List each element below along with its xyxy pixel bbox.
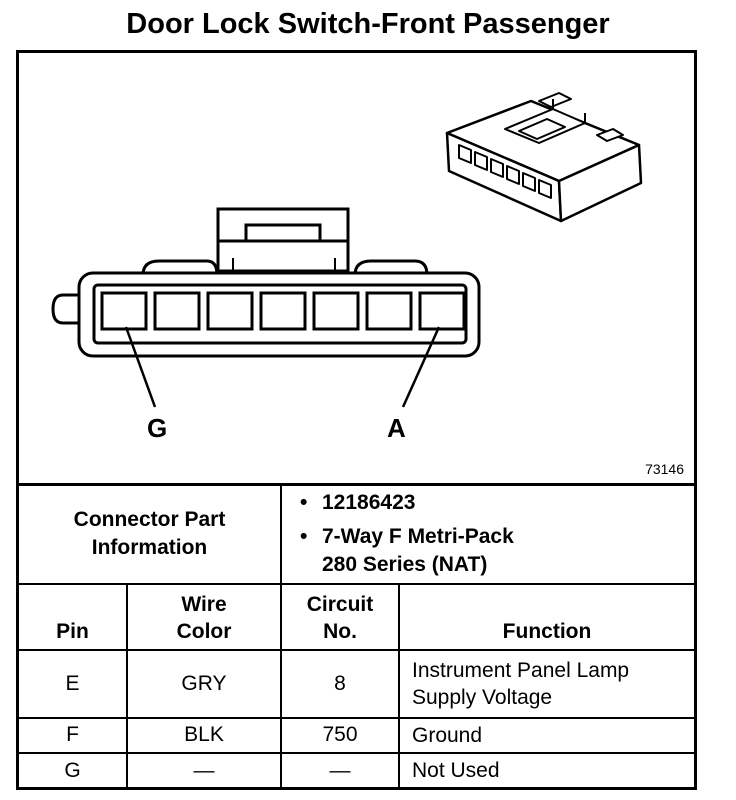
- diagram-frame: G A 73146 Connector Part Information •12…: [16, 50, 697, 790]
- connector-illustration: [51, 92, 643, 408]
- cell-wire-color: GRY: [126, 648, 282, 719]
- table-row: F BLK 750 Ground: [19, 716, 694, 754]
- connector-diagram: G A 73146: [19, 53, 694, 483]
- connector-inner: [92, 283, 468, 345]
- connector-tab: [51, 293, 81, 325]
- cell-pin: E: [19, 648, 128, 719]
- leader-line-a: [401, 326, 441, 408]
- connector-isometric-view: [445, 92, 643, 223]
- connector-table: Connector Part Information •12186423 •7-…: [19, 483, 694, 788]
- cell-function: Not Used: [398, 751, 694, 788]
- table-row: G — — Not Used: [19, 751, 694, 788]
- pin-cavity: [259, 291, 307, 331]
- cell-wire-color: —: [126, 751, 282, 788]
- leader-line-g: [124, 326, 157, 408]
- connector-part-row: Connector Part Information •12186423 •7-…: [19, 483, 694, 585]
- cell-pin: G: [19, 751, 128, 788]
- pin-cavity: [418, 291, 466, 331]
- part-description: 7-Way F Metri-Pack: [322, 525, 514, 549]
- list-item: •12186423: [300, 491, 416, 515]
- connector-part-label: Connector Part Information: [19, 483, 282, 585]
- reference-number: 73146: [645, 461, 684, 477]
- cell-circuit: 750: [280, 716, 400, 754]
- cell-circuit: —: [280, 751, 400, 788]
- pin-label-a: A: [387, 413, 406, 443]
- part-number: 12186423: [322, 491, 416, 515]
- page-title: Door Lock Switch-Front Passenger: [126, 8, 610, 40]
- header-pin: Pin: [19, 582, 128, 651]
- cell-circuit: 8: [280, 648, 400, 719]
- latch-slot: [244, 223, 322, 243]
- pin-cavity: [153, 291, 201, 331]
- pin-cavity: [312, 291, 360, 331]
- cell-pin: F: [19, 716, 128, 754]
- pin-cavity: [365, 291, 413, 331]
- pin-label-g: G: [147, 413, 168, 443]
- cell-wire-color: BLK: [126, 716, 282, 754]
- cell-function: Ground: [398, 716, 694, 754]
- header-function: Function: [398, 582, 694, 651]
- pin-cavity: [100, 291, 148, 331]
- pin-cavity: [206, 291, 254, 331]
